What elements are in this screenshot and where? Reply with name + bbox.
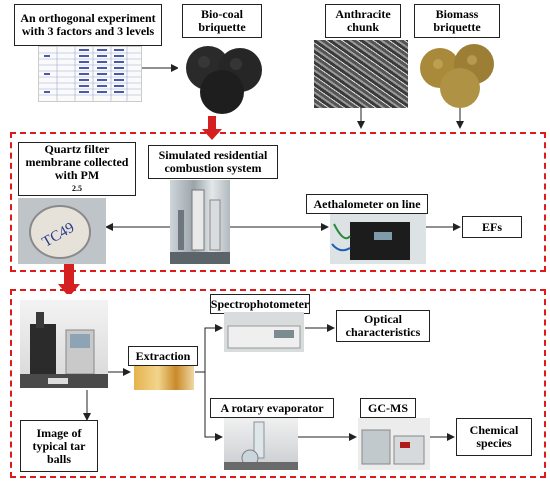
analysis-group bbox=[10, 289, 546, 478]
rotary-evaporator-label: A rotary evaporator bbox=[210, 398, 334, 418]
combustion-group bbox=[10, 132, 546, 272]
biocoal-label: Bio-coal briquette bbox=[182, 4, 262, 38]
orthogonal-table bbox=[38, 46, 142, 102]
quartz-sub-text: 2.5 bbox=[72, 184, 82, 193]
extraction-photo bbox=[134, 366, 194, 390]
spectrophotometer-photo bbox=[224, 312, 304, 352]
anthracite-label: Anthracite chunk bbox=[325, 4, 401, 38]
biomass-label: Biomass briquette bbox=[414, 4, 500, 38]
simulated-system-label: Simulated residential combustion system bbox=[148, 145, 278, 179]
biocoal-photo bbox=[178, 40, 270, 116]
sem-photo bbox=[20, 300, 108, 388]
gcms-label: GC-MS bbox=[360, 398, 416, 418]
quartz-main-text: Quartz filter membrane collected with PM bbox=[25, 142, 129, 182]
quartz-label: Quartz filter membrane collected with PM… bbox=[18, 142, 136, 196]
extraction-label: Extraction bbox=[128, 346, 198, 366]
rotary-evaporator-photo bbox=[224, 418, 298, 470]
aethalometer-photo bbox=[330, 214, 426, 264]
gcms-photo bbox=[358, 418, 430, 470]
efs-label: EFs bbox=[462, 216, 522, 238]
anthracite-photo bbox=[314, 40, 408, 108]
orthogonal-label: An orthogonal experiment with 3 factors … bbox=[14, 4, 162, 46]
chemical-species-label: Chemical species bbox=[456, 418, 532, 456]
image-tar-balls-label: Image of typical tar balls bbox=[20, 420, 98, 472]
optical-characteristics-label: Optical characteristics bbox=[336, 310, 430, 342]
quartz-filter-photo: TC49 bbox=[18, 198, 106, 264]
spectrophotometer-label: Spectrophotometer bbox=[210, 294, 310, 314]
biomass-photo bbox=[414, 40, 506, 108]
aethalometer-label: Aethalometer on line bbox=[306, 194, 428, 214]
combustion-system-photo bbox=[170, 180, 230, 264]
